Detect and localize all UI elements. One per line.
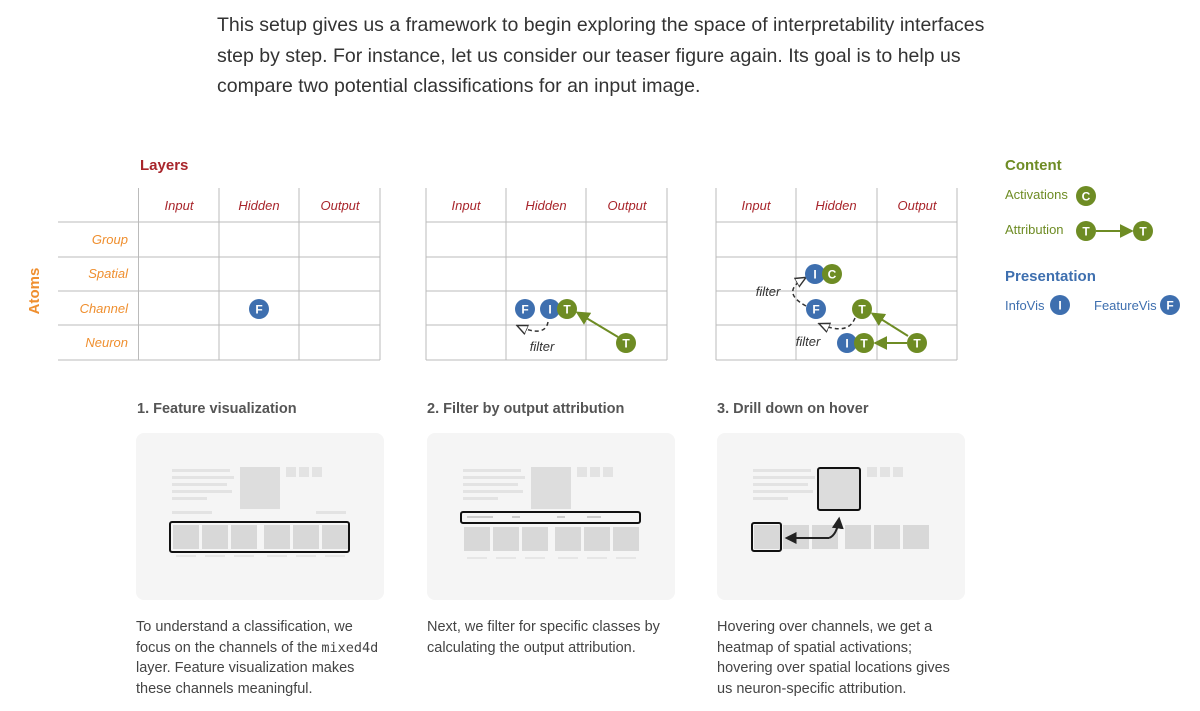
col-header-output: Output xyxy=(897,198,937,213)
svg-text:F: F xyxy=(812,303,819,317)
featurevis-node: F xyxy=(249,299,269,319)
legend-attribution-label: Attribution xyxy=(1005,222,1064,237)
highlight-box xyxy=(169,521,350,553)
col-header-input: Input xyxy=(742,198,772,213)
legend-presentation-title: Presentation xyxy=(1005,268,1096,285)
attribution-node: T xyxy=(854,333,874,353)
step-2-title: 2. Filter by output attribution xyxy=(427,401,625,417)
row-header-spatial: Spatial xyxy=(88,266,129,281)
filter-annotation: filter xyxy=(530,339,555,354)
interface-thumbnail xyxy=(169,467,350,557)
attribution-arrow xyxy=(575,311,619,338)
atoms-axis-title: Atoms xyxy=(26,268,43,315)
step-3-caption: Hovering over channels, we get a heatmap… xyxy=(717,619,950,697)
svg-text:T: T xyxy=(1139,225,1147,239)
step-1-title: 1. Feature visualization xyxy=(137,401,297,417)
step-1-screenshot xyxy=(136,433,384,600)
col-header-hidden: Hidden xyxy=(525,198,566,213)
attribution-arrow xyxy=(870,312,909,337)
legend-activations-label: Activations xyxy=(1005,187,1068,202)
legend-infovis-node: I xyxy=(1050,295,1070,315)
interface-thumbnail xyxy=(460,467,641,559)
legend-featurevis-node: F xyxy=(1160,295,1180,315)
featurevis-node: F xyxy=(515,299,535,319)
legend: Content Activations C Attribution T T Pr… xyxy=(1005,157,1180,315)
row-header-neuron: Neuron xyxy=(85,335,128,350)
row-header-group: Group xyxy=(92,232,128,247)
filter-arrow-lower xyxy=(820,317,856,329)
svg-text:T: T xyxy=(622,337,630,351)
svg-text:F: F xyxy=(255,303,262,317)
attribution-node: T xyxy=(852,299,872,319)
infovis-node: I xyxy=(837,333,857,353)
infovis-node: I xyxy=(540,299,560,319)
step-3-screenshot xyxy=(717,433,965,600)
featurevis-node: F xyxy=(806,299,826,319)
svg-text:T: T xyxy=(913,337,921,351)
row-header-channel: Channel xyxy=(80,301,130,316)
grid-drill-down: Input Hidden Output filter filter I C F … xyxy=(715,188,958,361)
activation-node: C xyxy=(822,264,842,284)
infovis-node: I xyxy=(805,264,825,284)
step-3-title: 3. Drill down on hover xyxy=(717,401,869,417)
col-header-output: Output xyxy=(607,198,647,213)
spatial-location-box xyxy=(751,522,782,552)
filter-arrow xyxy=(518,321,549,331)
legend-attribution-node: T xyxy=(1133,221,1153,241)
filter-annotation-lower: filter xyxy=(796,334,821,349)
legend-attribution-node: T xyxy=(1076,221,1096,241)
hover-arrow-up xyxy=(828,516,844,539)
attribution-node: T xyxy=(616,333,636,353)
svg-text:F: F xyxy=(1166,299,1173,313)
col-header-input: Input xyxy=(452,198,482,213)
step-1-caption: To understand a classification, we focus… xyxy=(136,619,379,697)
intro-paragraph: This setup gives us a framework to begin… xyxy=(217,14,985,97)
heatmap-popup xyxy=(817,467,861,511)
col-header-hidden: Hidden xyxy=(238,198,279,213)
svg-text:T: T xyxy=(858,303,866,317)
highlight-box xyxy=(460,511,641,524)
step-2-caption: Next, we filter for specific classes by … xyxy=(427,619,660,656)
filter-annotation-upper: filter xyxy=(756,284,781,299)
filter-arrow-upper xyxy=(792,278,806,307)
svg-text:F: F xyxy=(521,303,528,317)
interface-thumbnail xyxy=(751,467,929,552)
legend-activation-node: C xyxy=(1076,186,1096,206)
col-header-hidden: Hidden xyxy=(815,198,856,213)
svg-text:I: I xyxy=(548,303,551,317)
col-header-input: Input xyxy=(165,198,195,213)
grid-filter-attribution: Input Hidden Output filter F I T T xyxy=(425,188,668,361)
svg-text:I: I xyxy=(813,268,816,282)
svg-text:T: T xyxy=(563,303,571,317)
legend-content-title: Content xyxy=(1005,157,1062,174)
grid-feature-visualization: Input Hidden Output Group Spatial Channe… xyxy=(58,188,381,361)
svg-text:C: C xyxy=(828,268,837,282)
layer-name-code: mixed4d xyxy=(321,639,379,656)
svg-text:C: C xyxy=(1082,190,1091,204)
attribution-node: T xyxy=(907,333,927,353)
legend-featurevis-label: FeatureVis xyxy=(1094,298,1157,313)
svg-text:I: I xyxy=(1058,299,1061,313)
col-header-output: Output xyxy=(320,198,360,213)
svg-text:I: I xyxy=(845,337,848,351)
attribution-node: T xyxy=(557,299,577,319)
step-2-screenshot xyxy=(427,433,675,600)
svg-text:T: T xyxy=(1082,225,1090,239)
layers-axis-title: Layers xyxy=(140,157,188,174)
svg-text:T: T xyxy=(860,337,868,351)
legend-infovis-label: InfoVis xyxy=(1005,298,1045,313)
